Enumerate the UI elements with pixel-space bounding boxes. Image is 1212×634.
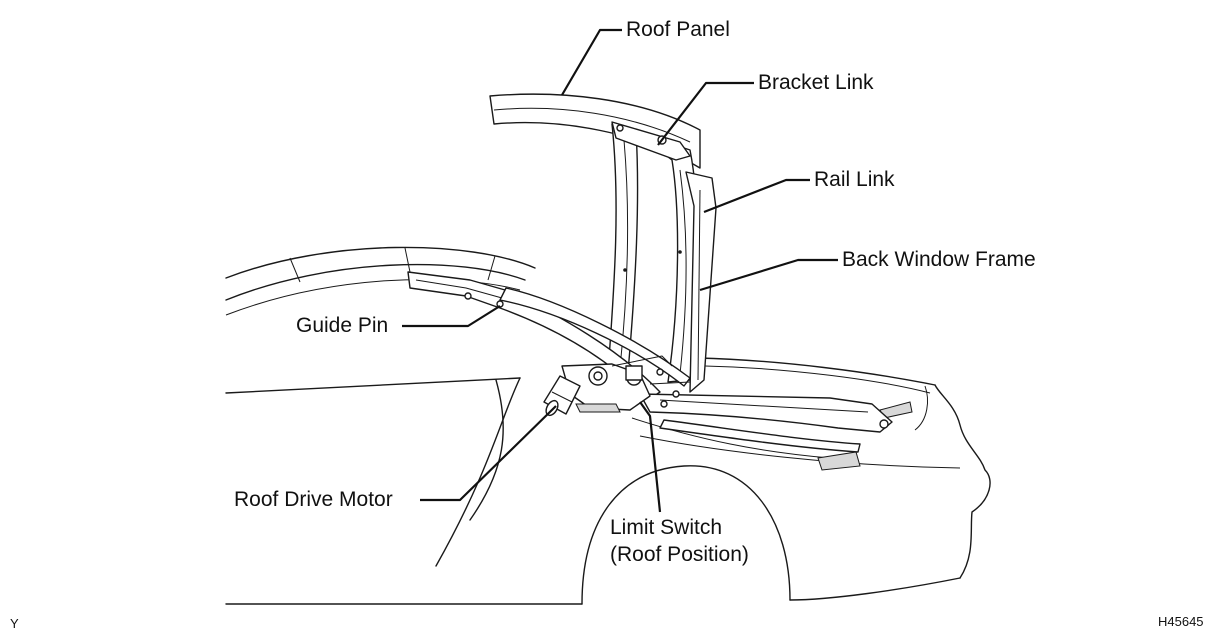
leader-back-window-frame <box>699 258 838 292</box>
leader-rail-link <box>703 178 810 214</box>
corner-mark: Y <box>10 616 19 631</box>
label-roof-drive-motor: Roof Drive Motor <box>234 488 393 511</box>
leader-roof-drive-motor <box>420 405 557 502</box>
leader-lines <box>402 28 838 513</box>
label-bracket-link: Bracket Link <box>758 71 874 94</box>
drive-mechanism <box>561 355 691 413</box>
leader-limit-switch <box>639 401 662 513</box>
figure-id: H45645 <box>1158 614 1204 629</box>
label-rail-link: Rail Link <box>814 168 895 191</box>
rail-link <box>685 171 717 393</box>
label-limit-switch-line1: Limit Switch <box>610 516 723 539</box>
label-guide-pin: Guide Pin <box>296 314 389 337</box>
label-limit-switch-line2: (Roof Position) <box>610 543 749 566</box>
car-body-outline <box>225 357 991 605</box>
label-roof-panel: Roof Panel <box>626 18 730 41</box>
leader-guide-pin <box>402 305 501 328</box>
guide-arm <box>407 271 691 401</box>
label-back-window-frame: Back Window Frame <box>842 248 1036 271</box>
deck-rail <box>639 393 893 453</box>
stowed-roof-arcs <box>225 246 536 316</box>
leader-bracket-link <box>657 81 754 146</box>
label-limit-switch: Limit Switch (Roof Position) <box>610 514 749 568</box>
leader-roof-panel <box>561 28 622 96</box>
